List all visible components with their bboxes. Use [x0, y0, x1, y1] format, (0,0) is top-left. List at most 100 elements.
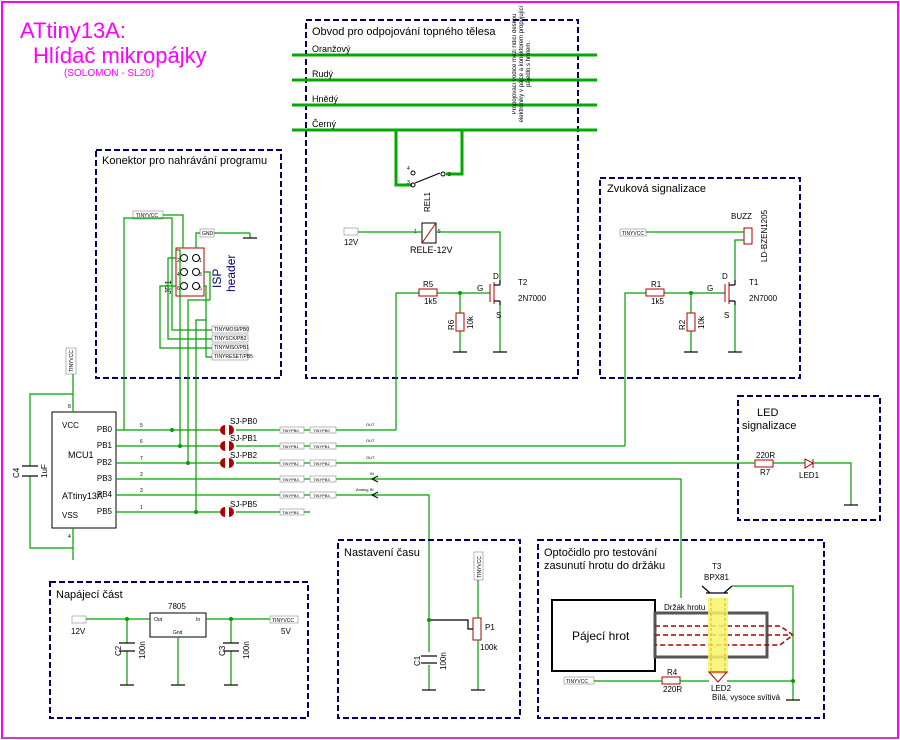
regulator-ref: 7805	[168, 602, 186, 611]
t1-type: 2N7000	[749, 294, 778, 303]
r4-resistor	[661, 676, 681, 685]
opto-block-frame	[537, 539, 825, 719]
c3-value: 100n	[242, 641, 251, 659]
title-line3: (SOLOMON - SL20)	[64, 68, 154, 79]
tip-holder-label: Držák hrotu	[664, 603, 705, 612]
isp-pin-6: 6	[177, 286, 180, 292]
net-pb2-a: TINYPB2	[282, 461, 299, 466]
p1-value: 100k	[480, 643, 498, 652]
isp-link-pb5	[195, 319, 206, 512]
t1-mosfet	[724, 280, 736, 305]
t3-ref: T3	[712, 562, 722, 571]
wire-label-brown: Hnědý	[312, 94, 339, 104]
r5-value: 1k5	[424, 297, 437, 306]
isp-pin-1: 1	[199, 258, 202, 264]
svg-text:PB3: PB3	[97, 474, 113, 483]
dir-pb4: Analog IN	[356, 487, 374, 492]
c4-value: 1uF	[40, 464, 49, 478]
t1-gate: G	[707, 284, 713, 293]
isp-gnd-text: GND	[202, 231, 214, 237]
t2-ref: T2	[518, 278, 528, 287]
power-in-label: 12V	[71, 627, 86, 636]
relay-circuit-wires	[358, 231, 507, 415]
time-block-frame	[337, 539, 521, 719]
isp-vcc-text: TINYVCC	[136, 213, 158, 219]
mcu-port-labels: PB0 PB1 PB2 PB3 PB4 PB5	[97, 425, 113, 516]
relay-note: Propojovací vodiče mezi řídicí deskou el…	[512, 6, 532, 123]
t1-ref: T1	[749, 278, 759, 287]
mcu-junctions	[170, 428, 198, 514]
soldering-tip-label: Pájecí hrot	[572, 629, 630, 643]
c2-value: 100n	[138, 641, 147, 659]
buzz-block-frame	[599, 177, 801, 379]
svg-text:PB1: PB1	[97, 441, 113, 450]
net-pb0-a: TINYPB0	[282, 428, 299, 433]
t1-drain: D	[722, 272, 728, 281]
reg-pin-out: Out	[154, 617, 163, 623]
led-block-frame	[737, 395, 881, 521]
r2-resistor	[686, 312, 696, 332]
mcu-vcc-pin: 8	[68, 404, 71, 410]
isp-header-label2: header	[224, 255, 238, 292]
svg-text:7: 7	[140, 456, 143, 462]
wire-label-black: Černý	[312, 119, 337, 129]
opto-vcc-text: TINYVCC	[566, 679, 588, 685]
mcu-type: ATtiny13A	[62, 491, 103, 501]
net-tags	[279, 426, 337, 516]
r5-resistor	[418, 288, 438, 297]
isp-pin-2: 2	[177, 258, 180, 264]
dir-pb1: OUT	[366, 438, 375, 443]
t2-drain: D	[493, 272, 499, 281]
svg-text:PB0: PB0	[97, 425, 113, 434]
relay-block-title: Obvod pro odpojování topného tělesa	[312, 26, 496, 38]
r7-value: 220R	[756, 451, 775, 460]
svg-text:3: 3	[140, 488, 143, 494]
r1-value: 1k5	[651, 297, 664, 306]
led2-diode	[707, 671, 729, 683]
wire-label-orange: Oranžový	[312, 44, 351, 54]
buzz-type: LD-BZEN1205	[760, 209, 769, 262]
led2-ref: LED2	[711, 684, 732, 693]
reg-pin-in: In	[196, 617, 200, 623]
title-line1: ATtiny13A:	[20, 18, 126, 43]
t1-source: S	[724, 311, 729, 320]
p1-ref: P1	[485, 623, 495, 632]
net-pb1-b: TINYPB1	[313, 444, 330, 449]
r2-value: 10k	[697, 315, 706, 329]
rel-pin-2: 2	[448, 172, 451, 178]
led1-ref: LED1	[799, 471, 820, 480]
led-wires	[338, 462, 858, 506]
buzz-wires	[624, 231, 744, 440]
power-out-label: 5V	[281, 627, 291, 636]
r4-ref: R4	[667, 668, 678, 677]
relay-12v-flag	[343, 227, 359, 236]
time-wires	[421, 580, 485, 691]
led-block-title1: LED	[757, 407, 778, 419]
r6-ref: R6	[447, 319, 456, 330]
isp-net-3: TINYMISO/PB1	[214, 345, 249, 351]
relay-contacts	[394, 130, 464, 188]
t2-source: S	[496, 311, 501, 320]
r4-value: 220R	[663, 685, 682, 694]
net-pb4-a: TINYPB4	[282, 493, 299, 498]
led2-type: Bílá, vysoce svítivá	[712, 693, 781, 702]
title-line2: Hlídač mikropájky	[33, 43, 207, 68]
sj-pb0: SJ-PB0	[230, 417, 258, 426]
mcu-vcc-flag	[65, 347, 77, 375]
relay-bus-wires	[292, 53, 597, 132]
time-block-title: Nastavení času	[344, 547, 420, 559]
input-wires	[370, 475, 682, 652]
power-12v-flag	[71, 615, 87, 624]
r1-resistor	[645, 288, 665, 297]
opto-block-title1: Optočidlo pro testování	[544, 547, 657, 559]
mcu-vcc-flag-text: TINYVCC	[69, 350, 75, 372]
relay-supply: 12V	[344, 238, 359, 247]
mcu-vss-pin: 4	[68, 534, 71, 540]
svg-text:PB5: PB5	[97, 507, 113, 516]
c1-ref: C1	[413, 655, 422, 666]
time-vcc-text: TINYVCC	[477, 556, 483, 578]
dir-pb3: IN	[370, 471, 374, 476]
isp-pin-4: 4	[177, 272, 180, 278]
